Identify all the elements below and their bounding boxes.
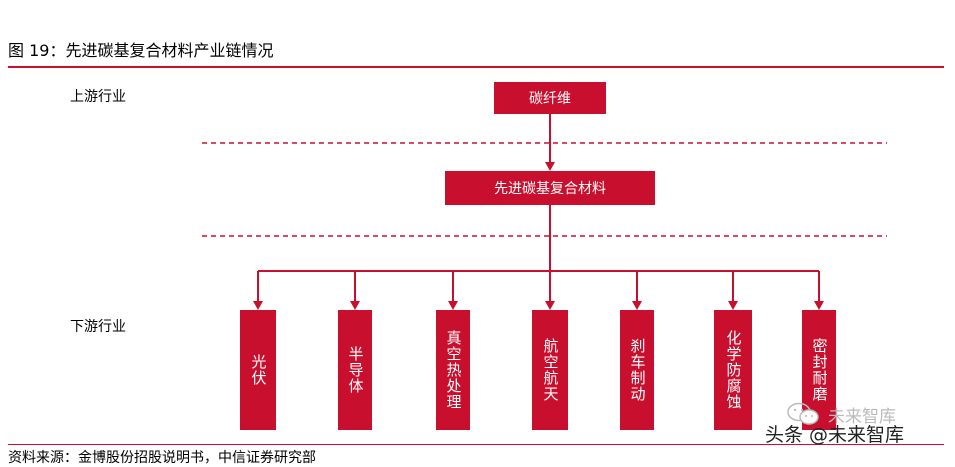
figure-title: 图 19：先进碳基复合材料产业链情况 <box>8 41 274 60</box>
wechat-icon <box>787 402 819 425</box>
node-downstream-vacuum-heat-treatment: 真空热处理 <box>436 310 470 430</box>
upstream-tier-label: 上游行业 <box>70 89 126 105</box>
node-advanced-carbon-composite: 先进碳基复合材料 <box>445 171 655 205</box>
title-divider <box>8 66 944 68</box>
watermark-toutiao: 头条 @未来智库 <box>765 424 905 446</box>
node-downstream-brake: 刹车制动 <box>620 310 654 430</box>
node-downstream-semiconductor: 半导体 <box>338 310 372 430</box>
node-carbon-fiber: 碳纤维 <box>494 82 606 114</box>
branch-arrowhead <box>545 301 555 310</box>
node-downstream-aerospace: 航空航天 <box>532 310 568 430</box>
downstream-branches <box>253 271 824 310</box>
branch-arrowhead <box>814 301 824 310</box>
source-note: 资料来源：金博股份招股说明书，中信证券研究部 <box>8 450 316 466</box>
downstream-tier-label: 下游行业 <box>70 319 126 335</box>
branch-arrowhead <box>350 301 360 310</box>
node-downstream-photovoltaic: 光伏 <box>240 310 276 430</box>
upstream-to-midstream-arrowhead <box>545 162 555 171</box>
watermark-brand: 未来智库 <box>828 407 896 427</box>
source-divider <box>8 444 944 445</box>
branch-arrowhead <box>632 301 642 310</box>
branch-arrowhead <box>448 301 458 310</box>
branch-arrowhead <box>253 301 263 310</box>
node-downstream-chemical-corrosion: 化学防腐蚀 <box>714 310 752 430</box>
branch-arrowhead <box>728 301 738 310</box>
